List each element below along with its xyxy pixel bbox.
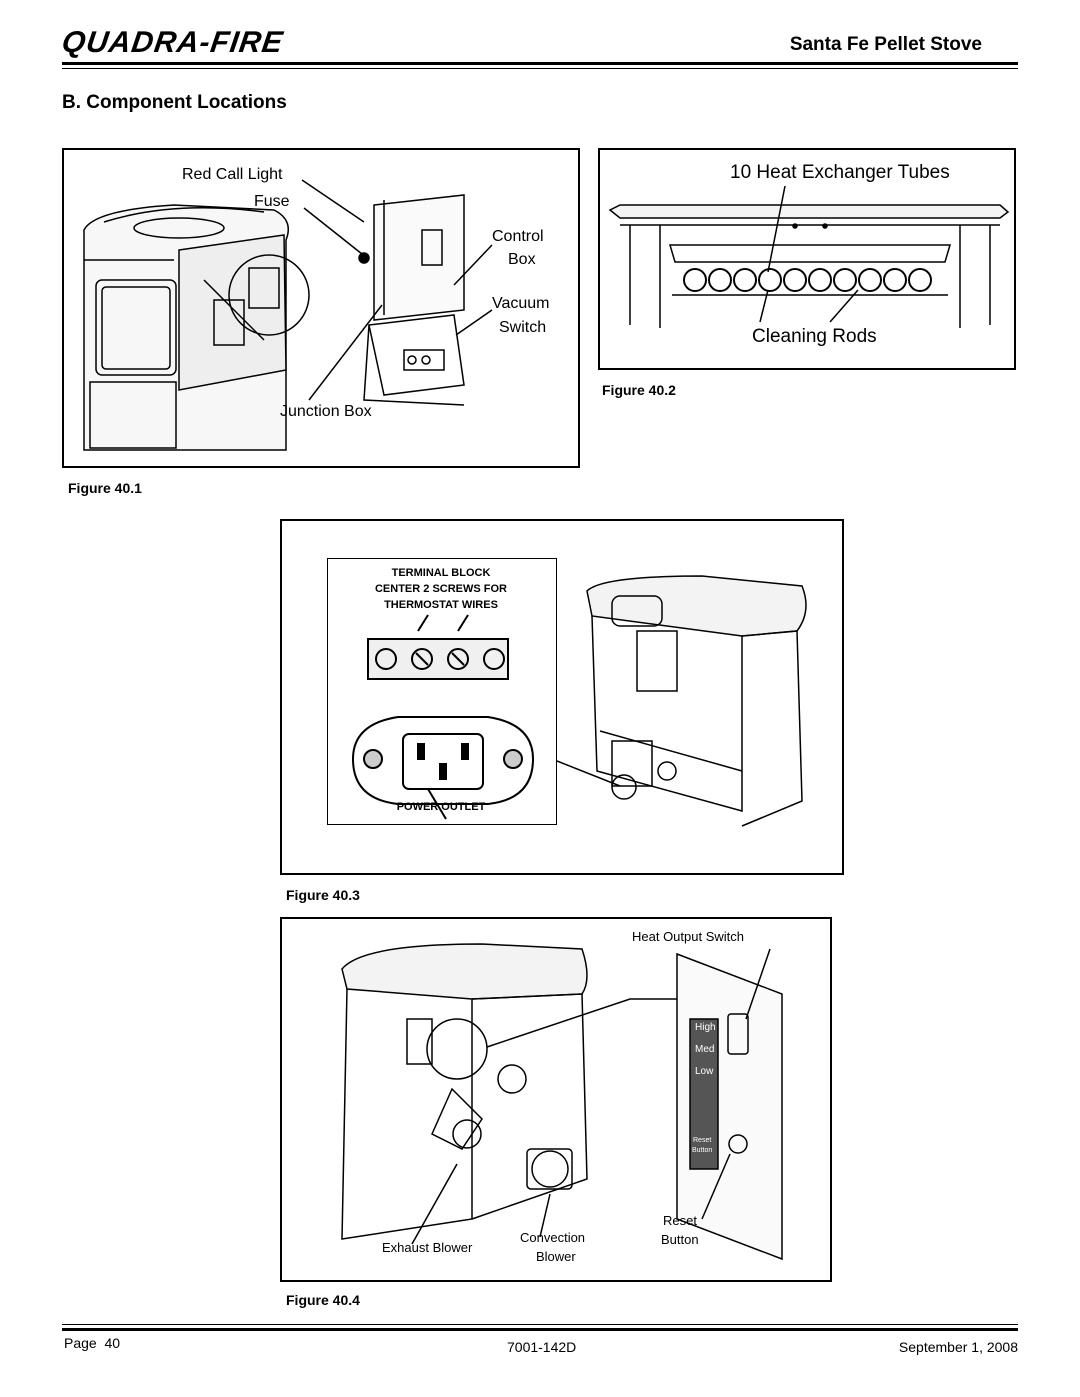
terminal-block-line-3: THERMOSTAT WIRES <box>384 599 498 611</box>
brand-logo: QUADRA-FIRE <box>59 26 286 59</box>
label-reset-small: Reset <box>693 1137 712 1144</box>
footer-page-number: 40 <box>104 1335 121 1351</box>
footer-rule-thin <box>62 1324 1018 1325</box>
label-low: Low <box>695 1066 714 1077</box>
header-rule-thin <box>62 68 1018 69</box>
figure-40-1-caption: Figure 40.1 <box>68 480 142 496</box>
figure-40-4-frame: Heat Output Switch High Med Low Reset Bu… <box>280 917 832 1282</box>
figure-40-4-illustration <box>341 943 783 1261</box>
figure-40-3-stove-illustration <box>556 575 807 827</box>
label-high: High <box>695 1022 716 1033</box>
footer-page-label: Page <box>64 1335 97 1351</box>
label-control: Control <box>492 228 544 245</box>
terminal-block-caption: TERMINAL BLOCK CENTER 2 SCREWS FOR THERM… <box>328 565 554 613</box>
figure-40-1-illustration <box>83 179 493 451</box>
footer-date: September 1, 2008 <box>898 1339 1018 1355</box>
figure-40-2-frame: 10 Heat Exchanger Tubes Cleaning Rods <box>598 148 1016 370</box>
terminal-block-inset: TERMINAL BLOCK CENTER 2 SCREWS FOR THERM… <box>327 558 557 825</box>
heat-exchanger-tube-row <box>683 268 932 292</box>
section-title: B. Component Locations <box>62 92 287 113</box>
label-fuse: Fuse <box>254 193 290 210</box>
label-vacuum: Vacuum <box>492 295 550 312</box>
footer-page: Page 40 <box>64 1335 120 1351</box>
label-button-small: Button <box>692 1147 713 1154</box>
figure-40-1-frame: Red Call Light Fuse Control Box Vacuum S… <box>62 148 580 468</box>
document-title: Santa Fe Pellet Stove <box>789 34 982 55</box>
label-heat-output-switch: Heat Output Switch <box>632 929 744 944</box>
header-rule-thick <box>62 62 1018 65</box>
terminal-block-illustration <box>351 614 535 820</box>
label-blower: Blower <box>536 1249 576 1264</box>
label-junction-box: Junction Box <box>280 403 372 420</box>
label-med: Med <box>695 1044 715 1055</box>
label-button: Button <box>661 1232 699 1247</box>
label-heat-exchanger-tubes: 10 Heat Exchanger Tubes <box>730 162 950 183</box>
label-exhaust-blower: Exhaust Blower <box>382 1240 473 1255</box>
terminal-block-line-2: CENTER 2 SCREWS FOR <box>374 583 507 595</box>
label-switch: Switch <box>499 319 547 336</box>
power-outlet-label: POWER OUTLET <box>396 801 486 813</box>
figure-40-3-frame: TERMINAL BLOCK CENTER 2 SCREWS FOR THERM… <box>280 519 844 875</box>
figure-40-2-illustration <box>608 185 1010 328</box>
footer-rule-thick <box>62 1328 1018 1331</box>
label-red-call-light: Red Call Light <box>182 166 283 183</box>
terminal-block-line-1: TERMINAL BLOCK <box>391 567 491 579</box>
label-convection: Convection <box>520 1230 586 1245</box>
label-box: Box <box>508 251 536 268</box>
label-reset: Reset <box>663 1213 697 1228</box>
figure-40-2-caption: Figure 40.2 <box>602 382 676 398</box>
label-cleaning-rods: Cleaning Rods <box>752 326 877 347</box>
figure-40-4-caption: Figure 40.4 <box>286 1292 360 1308</box>
figure-40-3-caption: Figure 40.3 <box>286 887 360 903</box>
footer-doc-number: 7001-142D <box>507 1339 577 1355</box>
